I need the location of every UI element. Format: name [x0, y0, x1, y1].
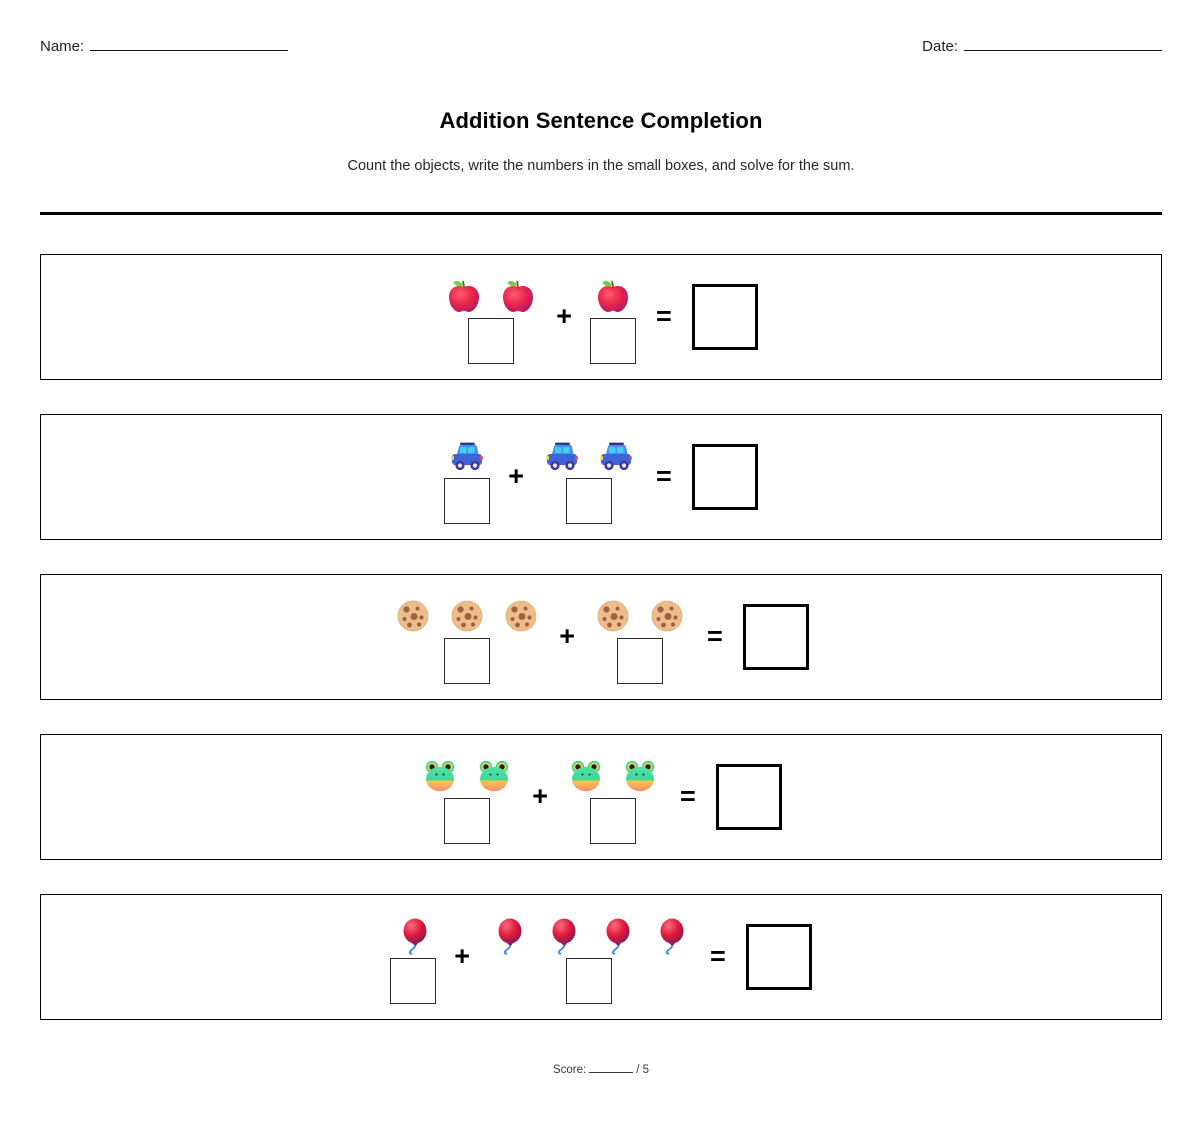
addend-group-left: [393, 590, 541, 684]
equation: +=: [41, 895, 1161, 1019]
equation: +=: [41, 735, 1161, 859]
car-icon: [542, 436, 582, 476]
frog-icon: [620, 756, 660, 796]
plus-operator: +: [508, 460, 524, 491]
balloon-icon: [542, 916, 582, 956]
frog-icon: [420, 756, 460, 796]
count-box-left[interactable]: [468, 318, 515, 364]
object-strip-left: [420, 750, 514, 796]
date-field[interactable]: Date:: [922, 38, 1162, 55]
answer-box[interactable]: [745, 924, 812, 990]
answer-box[interactable]: [715, 764, 782, 830]
car-icon: [596, 436, 636, 476]
object-strip-right: [593, 270, 633, 316]
name-date-row: Name: Date:: [40, 38, 1162, 66]
cookie-icon: [447, 596, 487, 636]
problem-row: +=: [40, 254, 1162, 380]
addend-group-right: [593, 590, 687, 684]
car-icon: [447, 436, 487, 476]
frog-icon: [566, 756, 606, 796]
problem-row: +=: [40, 734, 1162, 860]
object-strip-left: [444, 270, 538, 316]
count-box-right[interactable]: [566, 958, 612, 1004]
score-footer: Score: / 5: [0, 1063, 1202, 1076]
cookie-icon: [501, 596, 541, 636]
header-divider: [40, 212, 1162, 215]
balloon-icon: [488, 916, 528, 956]
plus-operator: +: [532, 780, 548, 811]
equals-operator: =: [656, 460, 672, 491]
date-write-line[interactable]: [964, 38, 1162, 51]
addend-group-right: [566, 750, 660, 844]
score-suffix: / 5: [636, 1064, 650, 1076]
cookie-icon: [647, 596, 687, 636]
problem-row: +=: [40, 894, 1162, 1020]
page-title: Addition Sentence Completion: [439, 108, 763, 133]
balloon-icon: [393, 916, 433, 956]
plus-operator: +: [454, 940, 470, 971]
answer-box[interactable]: [691, 444, 758, 510]
score-write-line[interactable]: [589, 1063, 634, 1073]
addend-group-left: [444, 270, 538, 364]
equals-operator: =: [707, 620, 723, 651]
addend-group-left: [444, 430, 491, 524]
object-strip-left: [393, 910, 433, 956]
plus-operator: +: [559, 620, 575, 651]
apple-icon: [593, 276, 633, 316]
date-label: Date:: [922, 38, 958, 55]
page-subtitle: Count the objects, write the numbers in …: [347, 158, 855, 174]
balloon-icon: [650, 916, 690, 956]
object-strip-right: [566, 750, 660, 796]
object-strip-right: [542, 430, 636, 476]
name-label: Name:: [40, 38, 85, 55]
addend-group-right: [488, 910, 690, 1004]
equation: +=: [41, 575, 1161, 699]
apple-icon: [498, 276, 538, 316]
frog-icon: [474, 756, 514, 796]
equation: +=: [41, 415, 1161, 539]
object-strip-left: [393, 590, 541, 636]
equals-operator: =: [656, 300, 672, 331]
cookie-icon: [593, 596, 633, 636]
count-box-left[interactable]: [390, 958, 437, 1004]
score-label: Score:: [552, 1064, 587, 1076]
object-strip-right: [593, 590, 687, 636]
problem-row: +=: [40, 414, 1162, 540]
count-box-right[interactable]: [566, 478, 612, 524]
count-box-left[interactable]: [444, 798, 491, 844]
object-strip-right: [488, 910, 690, 956]
count-box-left[interactable]: [444, 638, 491, 684]
equals-operator: =: [710, 940, 726, 971]
problem-list: +=+=+=+=+=: [40, 254, 1162, 1054]
count-box-right[interactable]: [590, 318, 636, 364]
balloon-icon: [596, 916, 636, 956]
count-box-right[interactable]: [590, 798, 636, 844]
count-box-right[interactable]: [617, 638, 663, 684]
addend-group-right: [542, 430, 636, 524]
addend-group-left: [420, 750, 514, 844]
answer-box[interactable]: [742, 604, 809, 670]
plus-operator: +: [556, 300, 572, 331]
cookie-icon: [393, 596, 433, 636]
equation: +=: [41, 255, 1161, 379]
problem-row: +=: [40, 574, 1162, 700]
addend-group-left: [390, 910, 437, 1004]
apple-icon: [444, 276, 484, 316]
equals-operator: =: [680, 780, 696, 811]
addend-group-right: [590, 270, 636, 364]
count-box-left[interactable]: [444, 478, 491, 524]
answer-box[interactable]: [691, 284, 758, 350]
object-strip-left: [447, 430, 487, 476]
name-write-line[interactable]: [90, 38, 289, 51]
name-field[interactable]: Name:: [40, 38, 289, 55]
